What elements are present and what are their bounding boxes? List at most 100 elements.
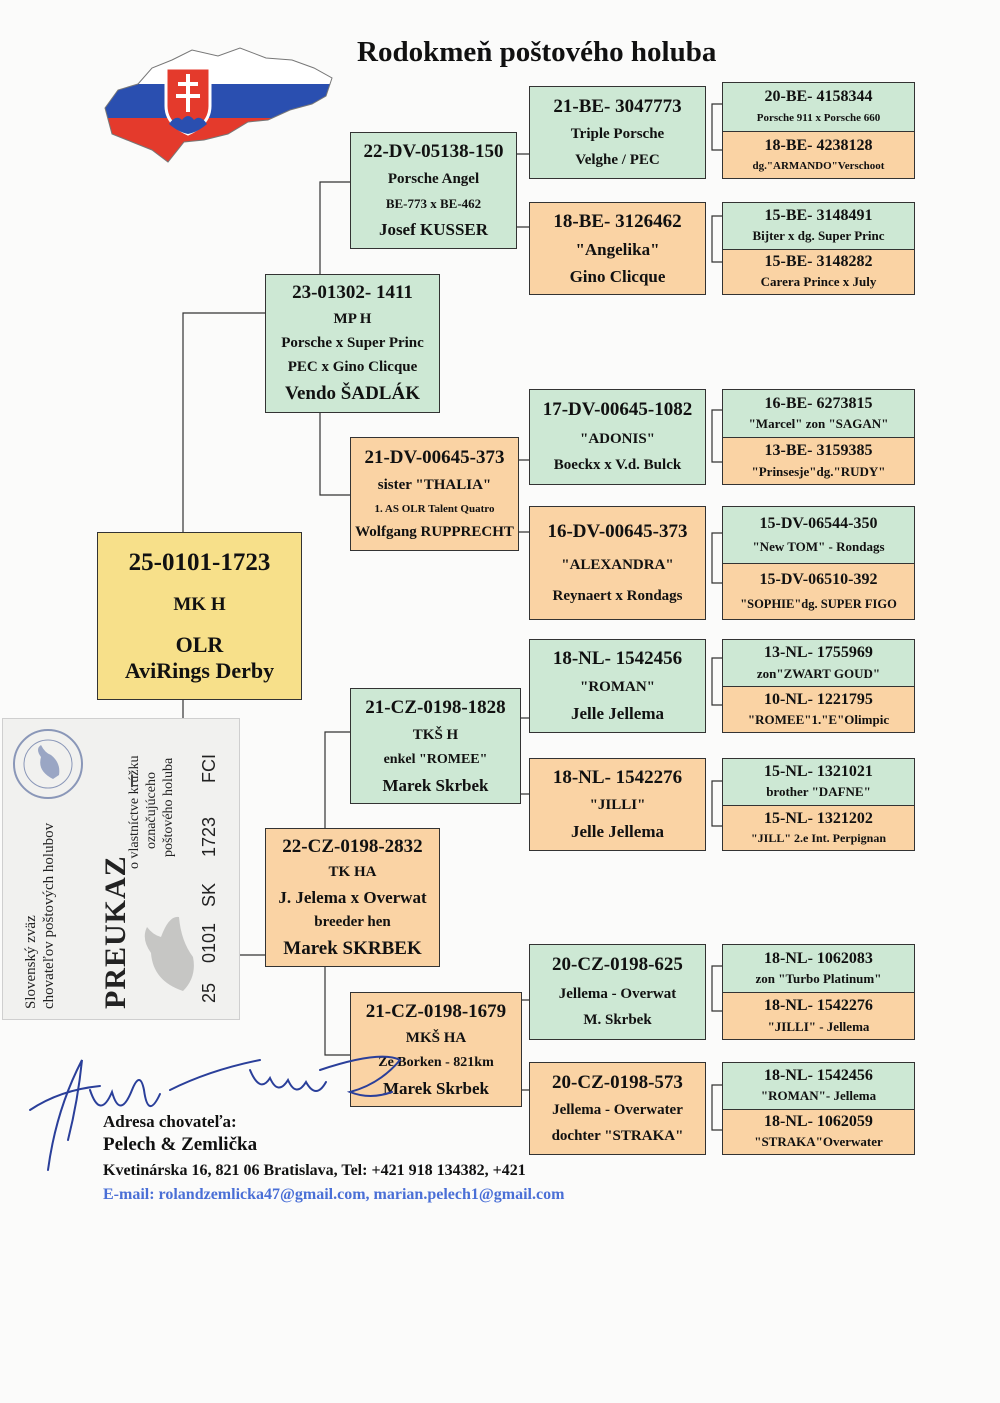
gen4-sire: 20-BE- 4158344 Porsche 911 x Porsche 660 (723, 83, 914, 131)
pigeon-breeder: Marek Skrbek (383, 1078, 489, 1098)
card-heading: PREUKAZ (99, 855, 132, 1009)
pigeon-line: Gino Clicque (569, 266, 666, 286)
main-pigeon-box: 25-0101-1723 MK H OLR AviRings Derby (97, 532, 302, 700)
gen4-pair-box: 20-BE- 4158344 Porsche 911 x Porsche 660… (722, 82, 915, 179)
pigeon-ring: 18-NL- 1062083 (764, 949, 873, 967)
gen4-sire: 15-DV-06544-350 "New TOM" - Rondags (723, 507, 914, 563)
pigeon-ring: 15-NL- 1321021 (764, 763, 873, 781)
pigeon-line: Reynaert x Rondags (552, 587, 683, 604)
pigeon-line: Jellema - Overwat (558, 985, 677, 1002)
pigeon-line: dochter "STRAKA" (551, 1128, 684, 1145)
gen4-sire: 15-BE- 3148491 Bijter x dg. Super Princ (723, 203, 914, 249)
pigeon-line: Ze Borken - 821km (378, 1055, 494, 1071)
pigeon-ring: 18-NL- 1542276 (764, 997, 873, 1015)
pigeon-line: zon"ZWART GOUD" (756, 665, 881, 681)
card-ring-serial: 1723 (199, 816, 219, 857)
gen4-sire: 15-NL- 1321021 brother "DAFNE" (723, 759, 914, 805)
pigeon-line: brother "DAFNE" (766, 784, 871, 800)
mother-gender: TK HA (328, 863, 377, 880)
father-breeder: Vendo ŠADLÁK (285, 383, 420, 405)
mother-breeder: Marek SKRBEK (283, 937, 422, 959)
gen3-box: 18-NL- 1542276 "JILLI" Jelle Jellema (529, 758, 706, 851)
main-pigeon-gender: MK H (173, 594, 226, 616)
pigeon-line: 1. AS OLR Talent Quatro (374, 502, 495, 515)
pigeon-watermark-icon (144, 916, 194, 991)
pigeon-line: MKŠ HA (405, 1030, 467, 1047)
gen3-box: 21-BE- 3047773 Triple Porsche Velghe / P… (529, 86, 706, 179)
pigeon-line: "Prinsesje"dg."RUDY" (751, 463, 886, 479)
pigeon-ring: 20-CZ-0198-573 (552, 1071, 683, 1093)
gen4-pair-box: 16-BE- 6273815 "Marcel" zon "SAGAN" 13-B… (722, 389, 915, 485)
gen4-pair-box: 15-DV-06544-350 "New TOM" - Rondags 15-D… (722, 506, 915, 620)
pigeon-ring: 20-CZ-0198-625 (552, 954, 683, 976)
pigeon-line: zon "Turbo Platinum" (755, 971, 882, 987)
gen3-box: 16-DV-00645-373 "ALEXANDRA" Reynaert x R… (529, 506, 706, 620)
main-pigeon-ring: 25-0101-1723 (128, 549, 271, 577)
gen4-dam: 13-BE- 3159385 "Prinsesje"dg."RUDY" (723, 437, 914, 484)
page-title: Rodokmeň poštového holuba (357, 36, 717, 68)
pigeon-line: Jelle Jellema (571, 822, 664, 842)
pigeon-line: enkel "ROMEE" (383, 751, 488, 767)
main-pigeon-race: OLR AviRings Derby (125, 632, 274, 683)
gen4-dam: 18-BE- 4238128 dg."ARMANDO"Verschoot (723, 130, 914, 179)
pigeon-line: Carera Prince x July (760, 274, 877, 290)
pigeon-line: "ROMAN"- Jellema (760, 1088, 877, 1104)
pigeon-line: "ROMEE"1."E"Olimpic (747, 712, 890, 728)
gen4-sire: 16-BE- 6273815 "Marcel" zon "SAGAN" (723, 390, 914, 437)
pigeon-ring: 16-BE- 6273815 (764, 394, 873, 412)
pigeon-line: Jellema - Overwater (552, 1102, 683, 1119)
gen4-sire: 13-NL- 1755969 zon"ZWART GOUD" (723, 640, 914, 686)
pigeon-line: dg."ARMANDO"Verschoot (752, 160, 885, 173)
address-street: Kvetinárska 16, 821 06 Bratislava, Tel: … (103, 1162, 526, 1179)
pigeon-ring: 21-CZ-0198-1679 (365, 1000, 507, 1022)
main-pigeon-race-2: AviRings Derby (124, 657, 275, 683)
pigeon-line: sister "THALIA" (377, 477, 492, 494)
gen3-box: 18-NL- 1542456 "ROMAN" Jelle Jellema (529, 639, 706, 733)
gen4-dam: 15-BE- 3148282 Carera Prince x July (723, 248, 914, 295)
pigeon-ring: 13-BE- 3159385 (764, 442, 873, 460)
pigeon-ring: 18-NL- 1542456 (764, 1067, 873, 1085)
card-ring-fci: FCI (199, 754, 219, 783)
gen4-dam: 18-NL- 1542276 "JILLI" - Jellema (723, 992, 914, 1039)
gen4-dam: 18-NL- 1062059 "STRAKA"Overwater (723, 1108, 914, 1155)
father-gender: MP H (333, 310, 372, 327)
pigeon-line: M. Skrbek (583, 1012, 652, 1029)
pigeon-line: BE-773 x BE-462 (385, 195, 482, 211)
address-label: Adresa chovateľa: (103, 1112, 237, 1131)
father-box: 23-01302- 1411 MP H Porsche x Super Prin… (265, 274, 440, 413)
gen4-dam: 15-NL- 1321202 "JILL" 2.e Int. Perpignan (723, 804, 914, 851)
gen4-pair-box: 13-NL- 1755969 zon"ZWART GOUD" 10-NL- 12… (722, 639, 915, 733)
pigeon-ring: 21-CZ-0198-1828 (365, 696, 506, 718)
gen4-dam: 10-NL- 1221795 "ROMEE"1."E"Olimpic (723, 686, 914, 732)
father-ring: 23-01302- 1411 (292, 281, 413, 303)
gen4-pair-box: 18-NL- 1542456 "ROMAN"- Jellema 18-NL- 1… (722, 1062, 915, 1155)
pigeon-breeder: Wolfgang RUPPRECHT (355, 524, 514, 541)
gen3-box: 18-BE- 3126462 "Angelika" Gino Clicque (529, 202, 706, 295)
slovakia-map-flag-icon (104, 47, 333, 163)
pigeon-line: Boeckx x V.d. Bulck (553, 457, 682, 474)
pigeon-line: "ALEXANDRA" (561, 556, 674, 573)
pigeon-line: "ROMAN" (580, 678, 655, 695)
pigeon-ring: 15-NL- 1321202 (764, 809, 873, 827)
breeder-names: Pelech & Zemlička (103, 1134, 258, 1155)
pigeon-line: "STRAKA"Overwater (754, 1134, 883, 1150)
card-mark (131, 775, 133, 787)
pigeon-line: "ADONIS" (580, 430, 655, 447)
main-pigeon-race-1: OLR (175, 632, 224, 658)
pigeon-ring: 16-DV-00645-373 (547, 520, 688, 542)
pigeon-line: TKŠ H (412, 726, 459, 743)
card-org-line: chovateľov poštových holubov (41, 822, 57, 1009)
pigeon-breeder: Josef KUSSER (378, 220, 489, 240)
gen4-dam: 15-DV-06510-392 "SOPHIE"dg. SUPER FIGO (723, 563, 914, 619)
mother-line: J. Jelema x Overwat (278, 887, 427, 907)
pigeon-ring: 21-BE- 3047773 (553, 95, 682, 117)
gen4-sire: 18-NL- 1062083 zon "Turbo Platinum" (723, 945, 914, 992)
pigeon-line: Bijter x dg. Super Princ (752, 228, 885, 244)
pigeon-ring: 18-NL- 1542276 (552, 767, 683, 789)
pigeon-ring: 18-NL- 1542456 (552, 648, 683, 670)
pigeon-ring: 13-NL- 1755969 (764, 644, 873, 662)
card-desc: označujúceho (144, 772, 159, 849)
gen3-box: 17-DV-00645-1082 "ADONIS" Boeckx x V.d. … (529, 389, 706, 485)
pigeon-line: "New TOM" - Rondags (752, 539, 885, 555)
pigeon-ring: 17-DV-00645-1082 (542, 399, 693, 421)
